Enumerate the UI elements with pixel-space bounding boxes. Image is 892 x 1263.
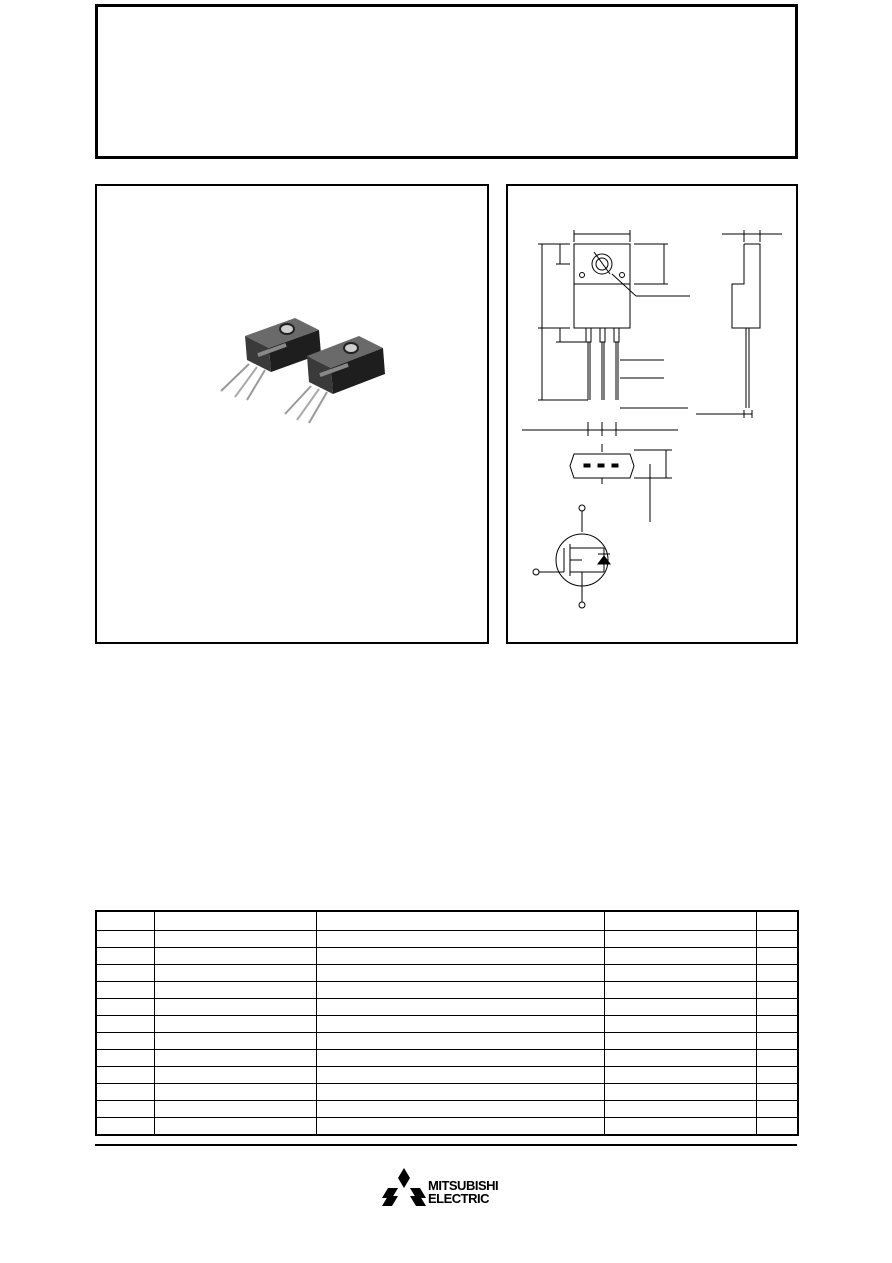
table-cell (153, 910, 317, 931)
table-cell (315, 1083, 605, 1101)
table-cell (755, 930, 799, 948)
table-cell (755, 964, 799, 982)
table-cell (153, 1015, 317, 1033)
table-cell (755, 1083, 799, 1101)
table-cell (603, 964, 757, 982)
table-cell (315, 1117, 605, 1136)
table-cell (153, 998, 317, 1016)
package-side-view (696, 230, 782, 418)
table-cell (755, 1032, 799, 1050)
package-front-view (573, 243, 631, 400)
brand-line-1: MITSUBISHI (428, 1178, 499, 1193)
table-cell (315, 1049, 605, 1067)
table-cell (755, 1100, 799, 1118)
table-row (95, 910, 799, 931)
mosfet-symbol (532, 504, 611, 609)
brand-line-2: ELECTRIC (428, 1191, 490, 1206)
table-cell (315, 947, 605, 965)
table-cell (603, 1032, 757, 1050)
table-cell (153, 1083, 317, 1101)
transistor-left-image (220, 318, 321, 401)
table-cell (315, 1100, 605, 1118)
product-photo (220, 318, 385, 424)
table-cell (603, 998, 757, 1016)
table-cell (95, 998, 155, 1016)
title-frame (95, 4, 798, 159)
table-cell (755, 981, 799, 999)
table-cell (755, 1117, 799, 1136)
table-row (95, 1083, 799, 1101)
table-row (95, 1049, 799, 1067)
table-cell (95, 1083, 155, 1101)
table-cell (603, 1083, 757, 1101)
table-cell (603, 910, 757, 931)
table-cell (153, 1100, 317, 1118)
table-cell (603, 930, 757, 948)
ratings-table (95, 910, 799, 1136)
table-cell (153, 930, 317, 948)
table-cell (95, 930, 155, 948)
mitsubishi-logo: MITSUBISHI ELECTRIC (382, 1168, 522, 1208)
table-cell (315, 981, 605, 999)
table-cell (315, 964, 605, 982)
table-cell (95, 1117, 155, 1136)
table-cell (755, 1049, 799, 1067)
table-cell (755, 947, 799, 965)
table-cell (95, 981, 155, 999)
table-cell (95, 947, 155, 965)
table-cell (95, 1100, 155, 1118)
table-cell (315, 930, 605, 948)
table-cell (603, 1117, 757, 1136)
table-cell (755, 1066, 799, 1084)
table-row (95, 981, 799, 999)
outline-drawing (522, 230, 782, 609)
three-diamonds-icon (382, 1168, 426, 1206)
table-cell (153, 1066, 317, 1084)
table-row (95, 998, 799, 1016)
table-cell (315, 1032, 605, 1050)
table-cell (603, 1015, 757, 1033)
table-cell (153, 1117, 317, 1136)
table-cell (603, 1066, 757, 1084)
table-cell (315, 1066, 605, 1084)
table-cell (95, 1049, 155, 1067)
transistor-right-image (284, 336, 385, 424)
table-cell (153, 1032, 317, 1050)
package-bottom-view (569, 444, 672, 522)
table-cell (603, 1049, 757, 1067)
table-row (95, 1066, 799, 1084)
table-row (95, 1015, 799, 1033)
footer-rule (95, 1144, 797, 1146)
table-cell (315, 1015, 605, 1033)
table-cell (95, 1015, 155, 1033)
table-row (95, 964, 799, 982)
table-cell (755, 998, 799, 1016)
table-row (95, 947, 799, 965)
table-cell (755, 910, 799, 931)
table-cell (153, 1049, 317, 1067)
table-cell (315, 910, 605, 931)
table-cell (755, 1015, 799, 1033)
table-row (95, 1032, 799, 1050)
outline-drawing-frame (506, 184, 798, 644)
table-cell (603, 947, 757, 965)
table-cell (603, 981, 757, 999)
product-photo-frame (95, 184, 489, 644)
table-cell (153, 981, 317, 999)
table-cell (315, 998, 605, 1016)
dimension-lines (522, 230, 690, 436)
table-row (95, 1117, 799, 1136)
table-row (95, 1100, 799, 1118)
table-cell (95, 1066, 155, 1084)
table-row (95, 930, 799, 948)
table-cell (153, 964, 317, 982)
table-cell (95, 1032, 155, 1050)
table-cell (153, 947, 317, 965)
table-cell (95, 964, 155, 982)
table-cell (603, 1100, 757, 1118)
table-cell (95, 910, 155, 931)
